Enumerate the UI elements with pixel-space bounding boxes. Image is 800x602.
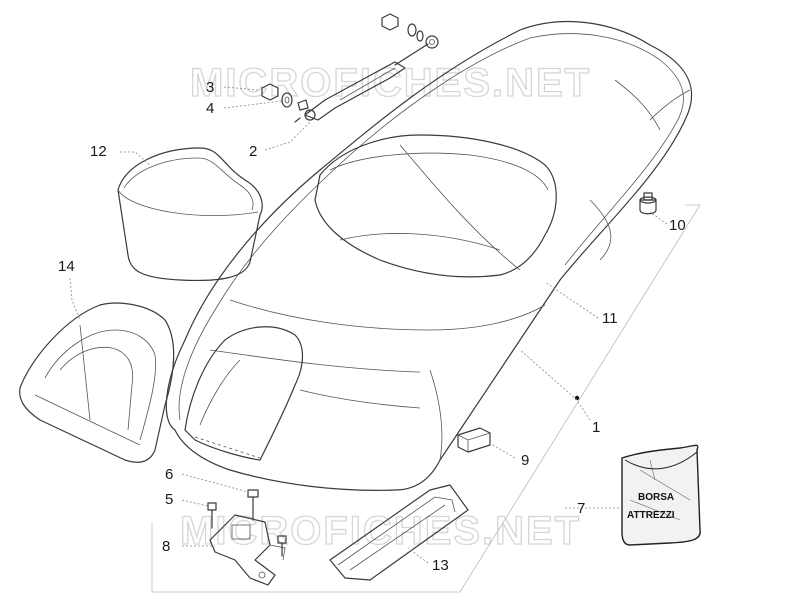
tool-bag-part: BORSA ATTREZZI: [621, 444, 701, 546]
bump-stop-part: [639, 192, 657, 215]
gas-strut-part: [294, 35, 439, 123]
seat-part: [165, 21, 693, 491]
assembly-group-outline: [151, 204, 701, 593]
callout-10: 10: [669, 217, 686, 234]
latch-bracket-part: [209, 514, 286, 586]
callout-3: 3: [206, 79, 214, 96]
screw-part-8b: [277, 535, 287, 557]
callout-12: 12: [90, 143, 107, 160]
callout-1: 1: [592, 419, 600, 436]
backrest-pad-part: [19, 302, 175, 463]
watermark-top: MICROFICHES.NET: [190, 61, 591, 105]
callout-7: 7: [577, 500, 585, 517]
callout-4: 4: [206, 100, 214, 117]
strut-hardware: [381, 13, 424, 42]
document-tray-part: [329, 484, 469, 581]
leader-lines: [69, 86, 668, 564]
screw-part-6: [247, 489, 259, 521]
callout-13: 13: [432, 557, 449, 574]
watermark-bottom: MICROFICHES.NET: [180, 509, 581, 553]
callout-9: 9: [521, 452, 529, 469]
callout-8: 8: [162, 538, 170, 555]
bag-label-line1: BORSA: [638, 492, 674, 503]
callout-11: 11: [602, 310, 618, 327]
callout-2: 2: [249, 143, 257, 160]
callout-14: 14: [58, 258, 75, 275]
bag-label-line2: ATTREZZI: [627, 510, 675, 521]
callout-6: 6: [165, 466, 173, 483]
washer-part: [281, 92, 309, 111]
callout-5: 5: [165, 491, 173, 508]
storage-tray-part: [117, 147, 263, 282]
nut-part: [261, 83, 279, 101]
screw-part-5: [207, 502, 217, 529]
callout-numbers: 1 2 3 4 5 6 7 8 9 10 11 12 13 14: [58, 79, 686, 574]
clip-part: [457, 427, 491, 453]
